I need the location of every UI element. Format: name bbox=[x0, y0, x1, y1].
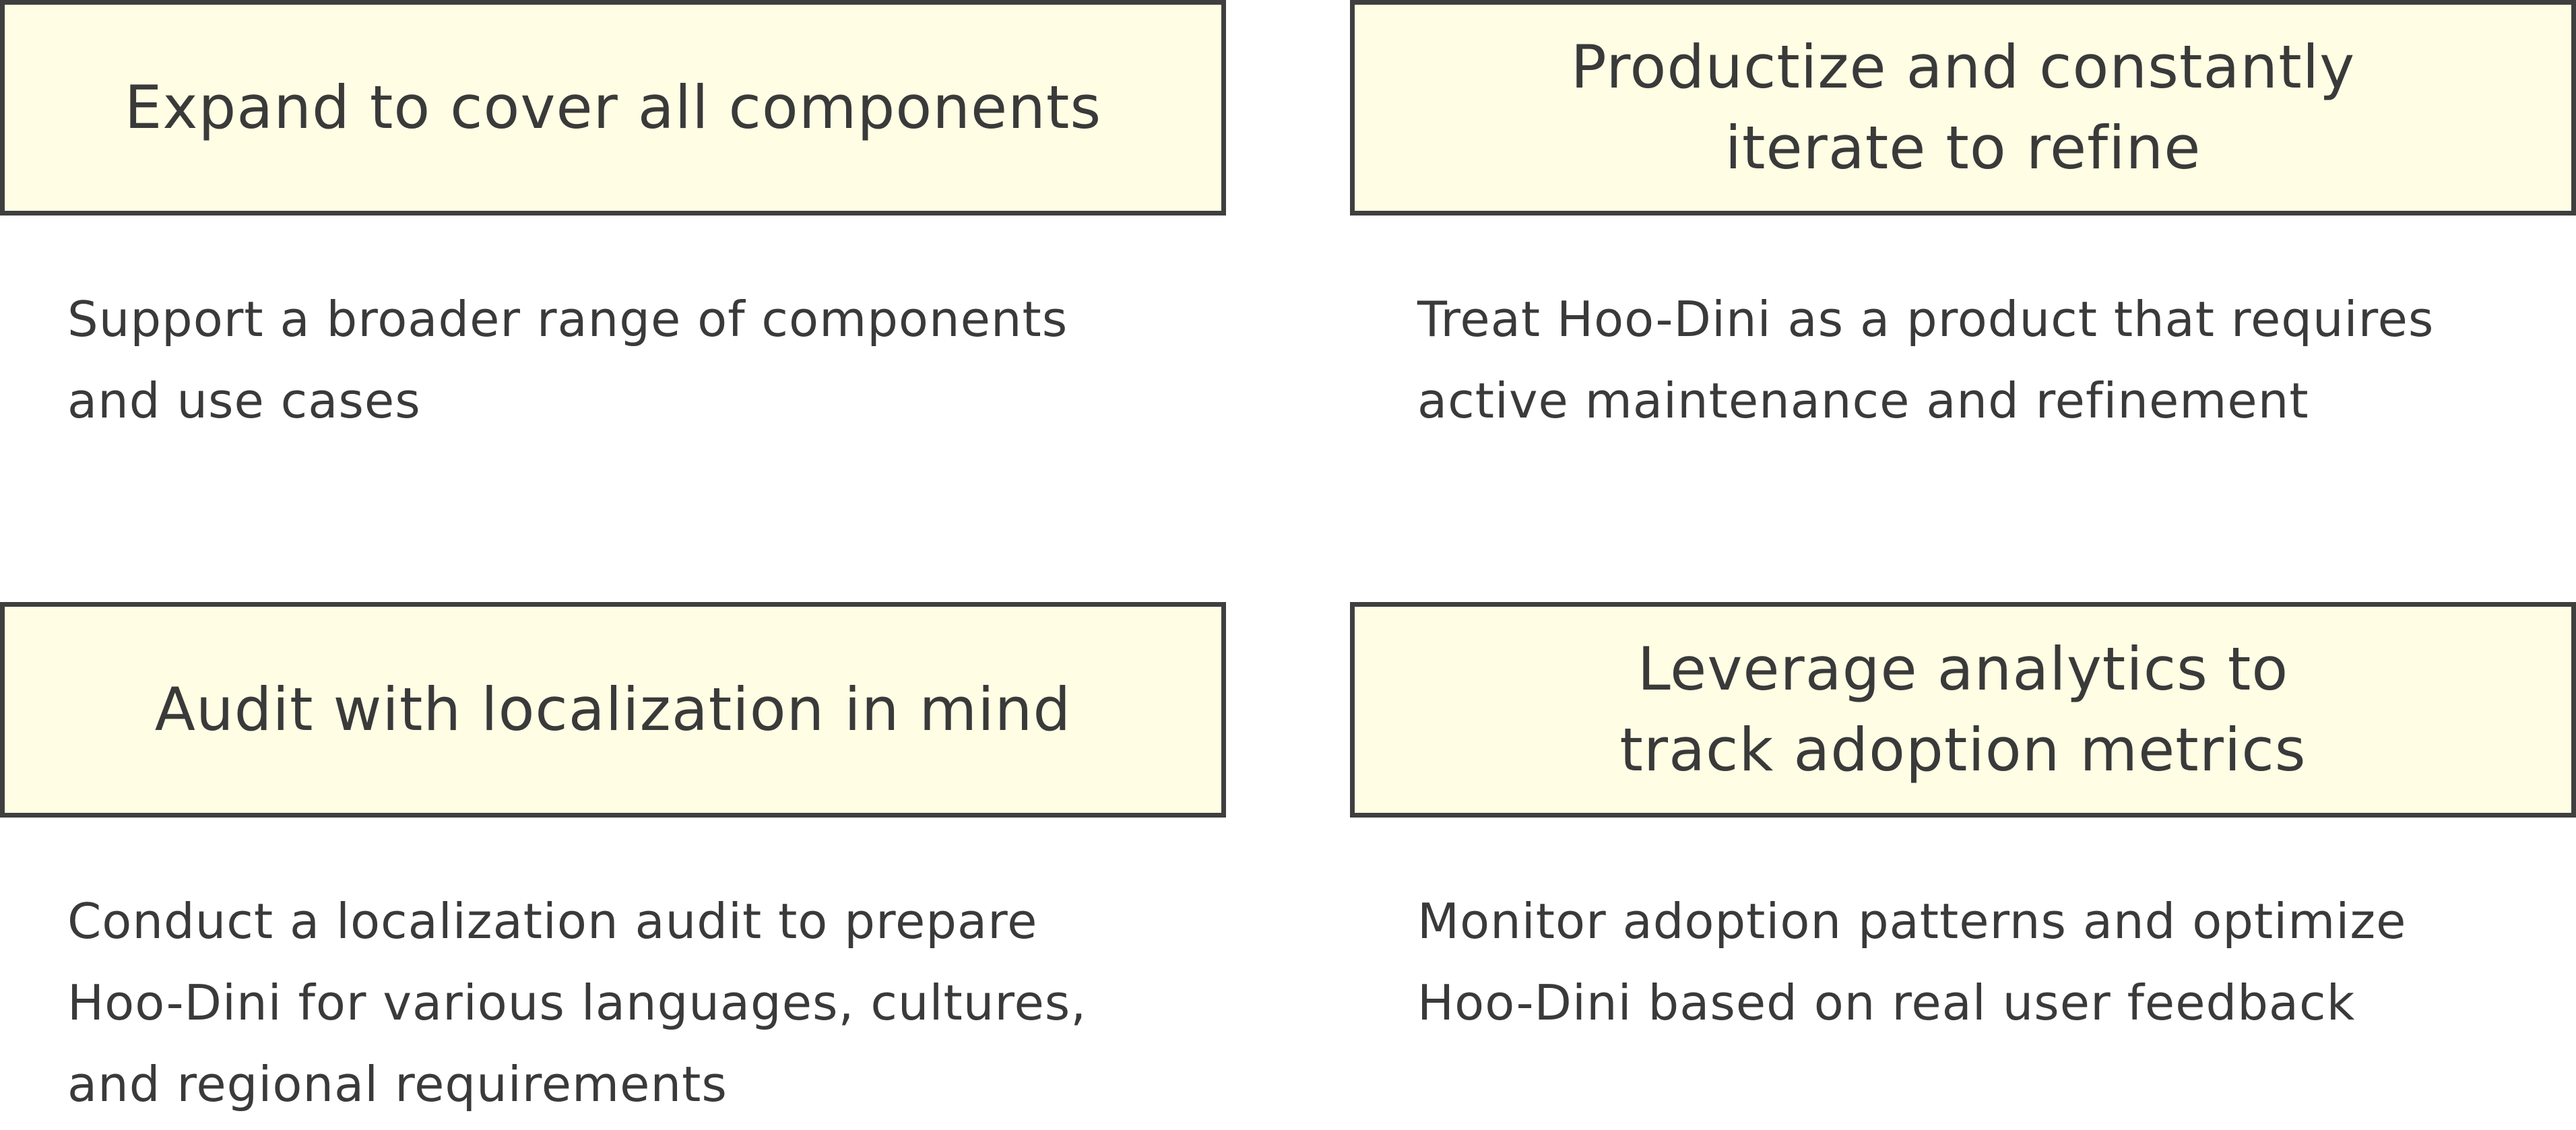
card-expand-coverage: Expand to cover all components Support a… bbox=[0, 0, 1226, 429]
card-title: Leverage analytics to track adoption met… bbox=[1619, 634, 2307, 785]
card-title-box: Expand to cover all components bbox=[0, 0, 1226, 215]
card-analytics: Leverage analytics to track adoption met… bbox=[1350, 602, 2576, 1031]
card-title: Audit with localization in mind bbox=[154, 675, 1072, 744]
card-description: Treat Hoo-Dini as a product that require… bbox=[1417, 291, 2435, 429]
card-productize: Productize and constantly iterate to ref… bbox=[1350, 0, 2576, 429]
card-description: Conduct a localization audit to prepare … bbox=[67, 893, 1087, 1112]
card-description: Monitor adoption patterns and optimize H… bbox=[1417, 893, 2407, 1031]
card-localization-audit: Audit with localization in mind Conduct … bbox=[0, 602, 1226, 1112]
card-description: Support a broader range of components an… bbox=[67, 291, 1068, 429]
card-title: Expand to cover all components bbox=[124, 73, 1102, 142]
card-title-box: Leverage analytics to track adoption met… bbox=[1350, 602, 2576, 818]
card-title-box: Audit with localization in mind bbox=[0, 602, 1226, 818]
card-title-box: Productize and constantly iterate to ref… bbox=[1350, 0, 2576, 215]
card-title: Productize and constantly iterate to ref… bbox=[1570, 32, 2356, 182]
